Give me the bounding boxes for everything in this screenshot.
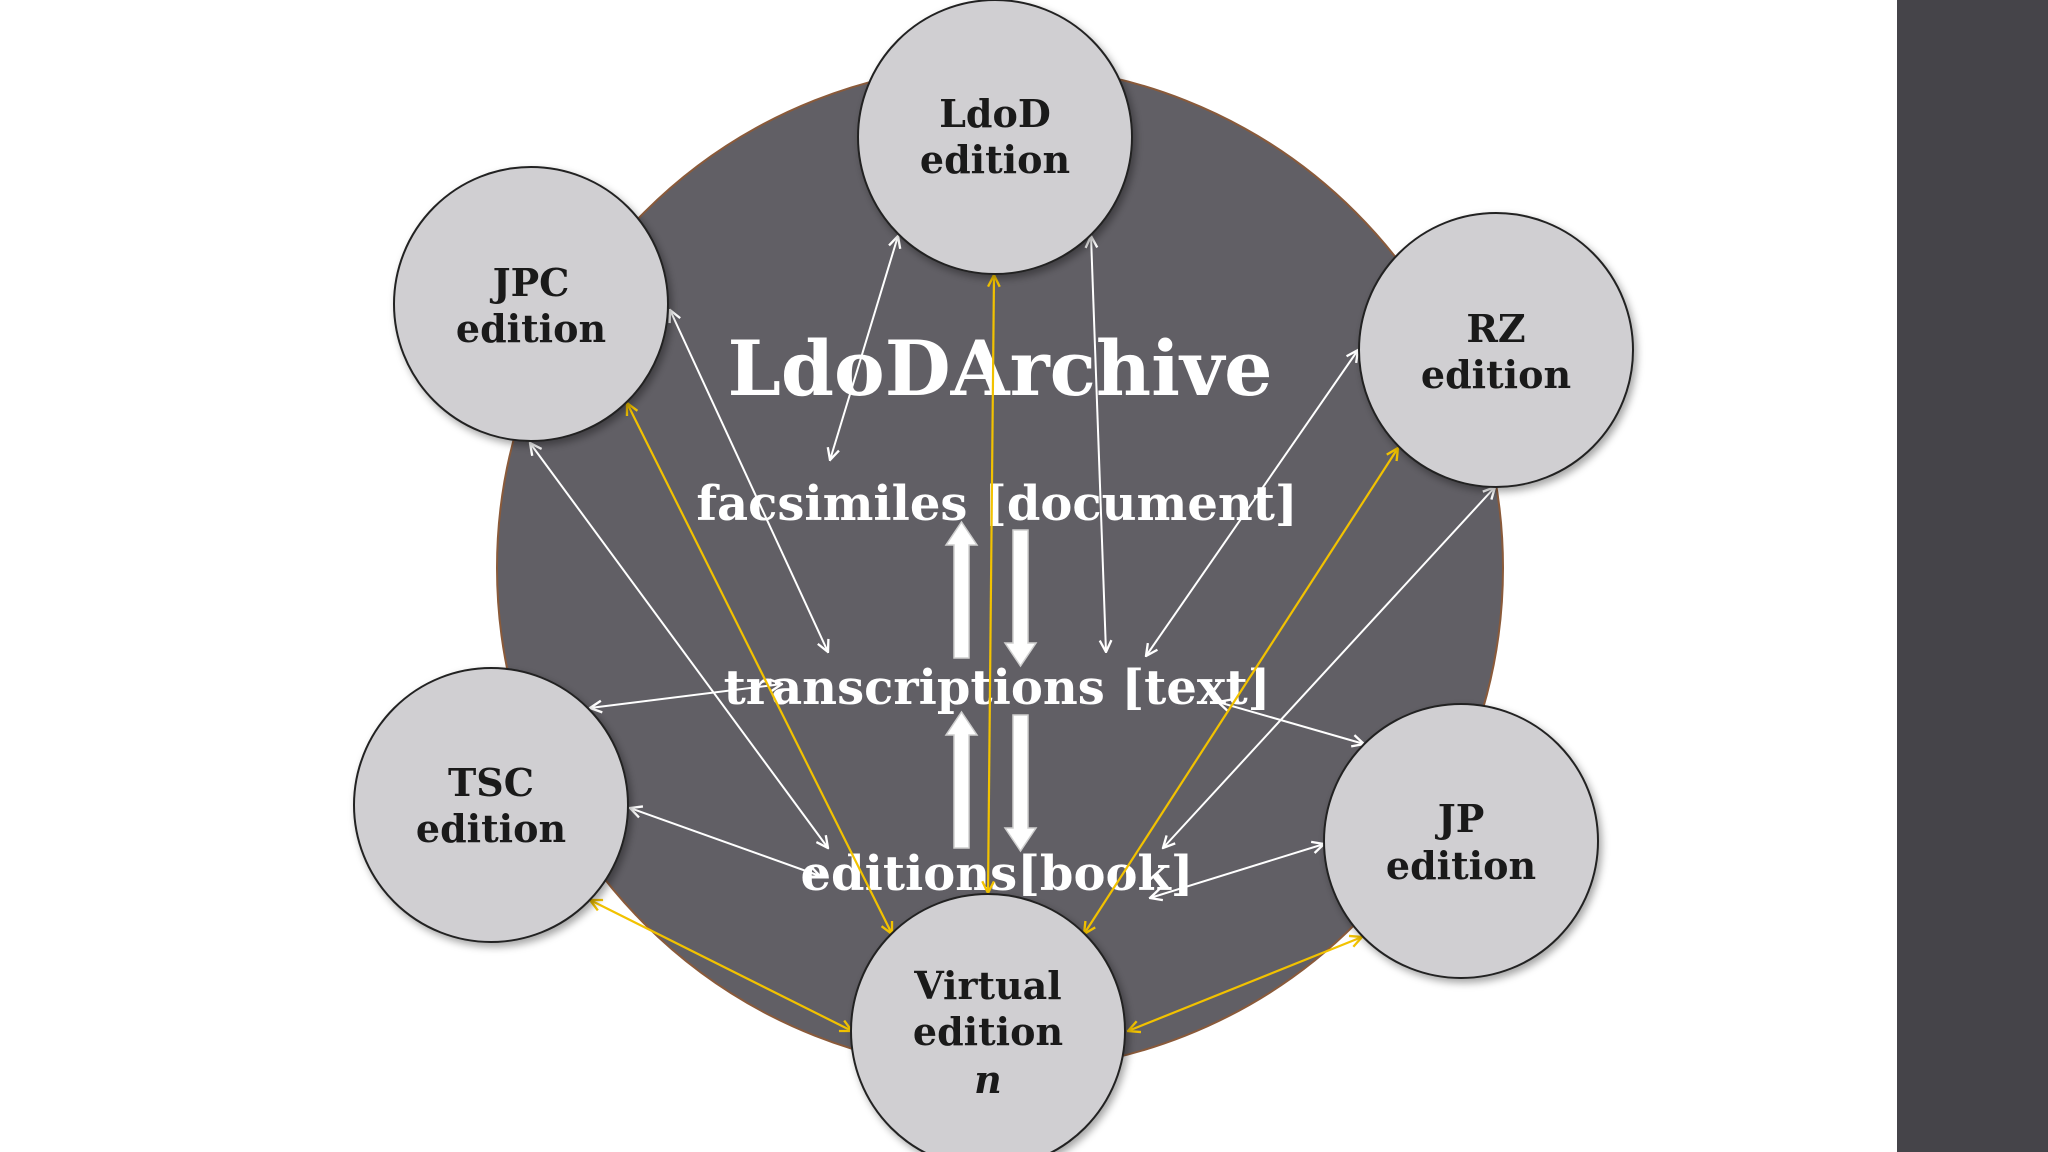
node-jpc-sublabel: edition [456, 306, 606, 351]
node-jp-label: JP [1435, 796, 1485, 841]
layer-block-arrows [944, 520, 1038, 853]
node-rz-sublabel: edition [1421, 352, 1571, 397]
arrow-tsc-virtual [590, 900, 852, 1031]
node-virtual-edition: Virtual edition n [850, 893, 1126, 1152]
arrow-jpc-virtual [627, 403, 892, 934]
layer-facsimiles: facsimiles [document] [696, 476, 1297, 532]
node-rz-edition: RZ edition [1358, 212, 1634, 488]
node-jp-sublabel: edition [1386, 843, 1536, 888]
node-virtual-label: Virtual [913, 963, 1062, 1008]
node-rz-label: RZ [1466, 306, 1525, 351]
up-arrow-facsimiles [944, 520, 979, 659]
node-ldod-sublabel: edition [920, 137, 1070, 182]
up-arrow-transcriptions [944, 710, 979, 849]
node-virtual-n: n [974, 1057, 1002, 1102]
layer-transcriptions: transcriptions [text] [724, 660, 1271, 716]
node-jp-edition: JP edition [1323, 703, 1599, 979]
node-jpc-label: JPC [490, 260, 570, 305]
node-tsc-sublabel: edition [416, 806, 566, 851]
node-ldod-edition: LdoD edition [857, 0, 1133, 275]
arrow-ldod-virtual [988, 275, 994, 893]
down-arrow-transcriptions [1003, 529, 1038, 668]
node-jpc-edition: JPC edition [393, 166, 669, 442]
arrow-jp-virtual [1128, 937, 1362, 1031]
node-tsc-edition: TSC edition [353, 667, 629, 943]
arrow-rz-virtual [1084, 448, 1398, 934]
archive-title: LdoDArchive [727, 324, 1272, 413]
down-arrow-editions [1003, 714, 1038, 853]
node-tsc-label: TSC [448, 760, 534, 805]
node-ldod-label: LdoD [939, 91, 1051, 136]
side-bar [1897, 0, 2048, 1152]
yellow-arrows [590, 275, 1398, 1031]
node-virtual-sublabel: edition [913, 1009, 1063, 1054]
